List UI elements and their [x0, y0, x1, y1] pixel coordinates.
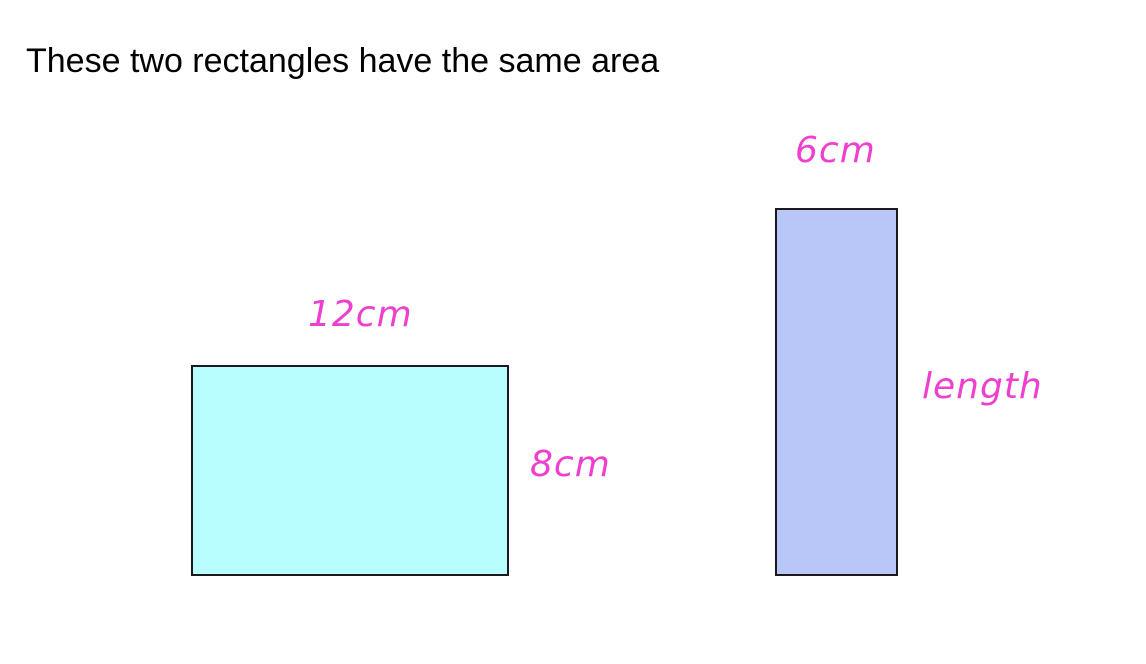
- rectangle-b: [775, 208, 898, 576]
- rectangle-a-width-label: 12cm: [308, 294, 413, 335]
- page-title: These two rectangles have the same area: [26, 42, 660, 80]
- rectangle-a: [191, 365, 509, 576]
- rectangle-b-width-label: 6cm: [795, 130, 876, 171]
- rectangle-a-height-label: 8cm: [530, 444, 611, 485]
- rectangle-b-height-label: length: [922, 366, 1043, 407]
